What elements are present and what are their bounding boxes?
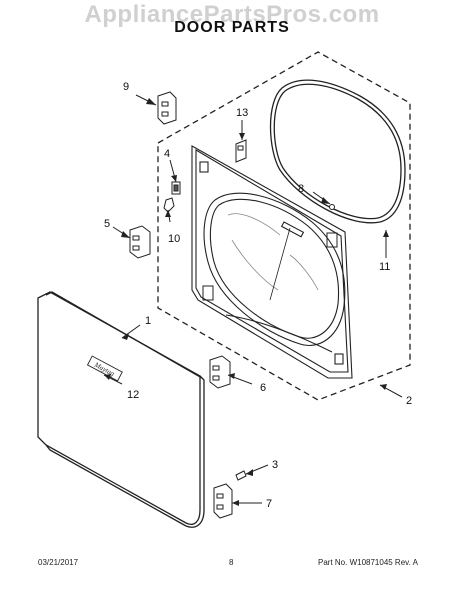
callout-6: 6 [260,382,266,394]
footer-part-number: Part No. W10871045 Rev. A [318,558,418,567]
door-gasket [269,79,406,224]
callout-2: 2 [406,395,412,407]
callout-9: 9 [123,81,129,93]
outer-door [37,291,205,528]
callout-13: 13 [236,107,248,119]
callout-labels: 9 13 4 8 5 10 11 1 6 12 2 3 7 [104,81,412,510]
callout-7: 7 [266,498,272,510]
callout-10: 10 [168,233,180,245]
callout-11: 11 [379,261,390,273]
page-title: DOOR PARTS [174,19,290,36]
strike-part-10 [163,197,175,213]
latch-part-4 [171,181,181,195]
cabinet-outline [157,51,411,401]
inner-door-panel [191,145,353,379]
screw-part-3 [235,470,247,481]
arrowheads [104,98,389,506]
footer-date: 03/21/2017 [38,558,79,567]
hinge-part-7 [213,483,233,519]
hinge-part-5 [129,225,151,259]
callout-12: 12 [127,389,139,401]
watermark: AppliancePartsPros.com [84,1,380,28]
upper-hinge-part-9 [157,91,177,125]
callout-4: 4 [164,148,170,160]
bracket-part-13 [235,139,247,163]
callout-1: 1 [145,315,151,327]
footer-page-number: 8 [229,558,234,567]
callout-5: 5 [104,218,110,230]
callout-8: 8 [298,183,304,195]
callout-3: 3 [272,459,278,471]
hinge-part-6 [209,355,231,389]
screw-part-8 [329,204,335,210]
